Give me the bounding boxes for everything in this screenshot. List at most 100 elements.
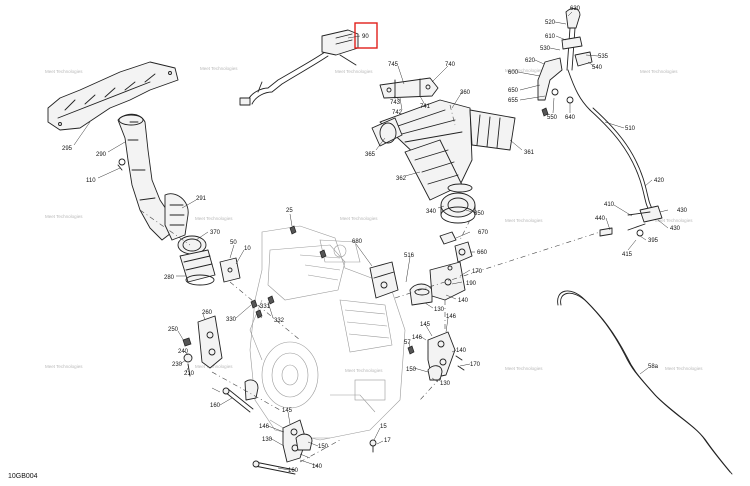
assembly-lines <box>139 104 601 463</box>
callout-140-3[interactable]: 140 <box>312 464 323 470</box>
callout-240[interactable]: 240 <box>178 349 189 355</box>
callout-430-2[interactable]: 430 <box>670 226 681 232</box>
callout-170-2[interactable]: 170 <box>470 362 481 368</box>
callout-520[interactable]: 520 <box>545 20 556 26</box>
part-630-shift-knob <box>537 8 593 111</box>
callout-415[interactable]: 415 <box>622 252 633 258</box>
callout-146-2[interactable]: 146 <box>412 335 423 341</box>
callout-146-3[interactable]: 146 <box>259 424 270 430</box>
callout-350[interactable]: 350 <box>474 211 485 217</box>
callout-361[interactable]: 361 <box>524 150 535 156</box>
callout-535[interactable]: 535 <box>598 54 609 60</box>
callout-550[interactable]: 550 <box>547 115 558 121</box>
callout-660[interactable]: 660 <box>477 250 488 256</box>
callout-140[interactable]: 140 <box>458 298 469 304</box>
callout-640[interactable]: 640 <box>565 115 576 121</box>
callout-230[interactable]: 230 <box>172 362 183 368</box>
callout-140-2[interactable]: 140 <box>456 348 467 354</box>
watermark: Meet Technologies <box>640 69 678 74</box>
watermark: Meet Technologies <box>45 69 83 74</box>
callout-650[interactable]: 650 <box>508 88 519 94</box>
callout-295[interactable]: 295 <box>62 146 73 152</box>
callout-743[interactable]: 743 <box>390 100 401 106</box>
callout-170[interactable]: 170 <box>472 269 483 275</box>
callout-741[interactable]: 741 <box>420 104 431 110</box>
callout-130[interactable]: 130 <box>434 307 445 313</box>
callout-745[interactable]: 745 <box>388 62 399 68</box>
callout-420[interactable]: 420 <box>654 178 665 184</box>
callout-145[interactable]: 145 <box>420 322 431 328</box>
callout-365[interactable]: 365 <box>365 152 376 158</box>
callout-610[interactable]: 610 <box>545 34 556 40</box>
callout-110[interactable]: 110 <box>86 178 96 184</box>
watermark: Meet Technologies <box>505 366 543 371</box>
callout-25[interactable]: 25 <box>286 208 293 214</box>
part-160-bolt <box>222 379 259 413</box>
callout-331[interactable]: 331 <box>260 304 271 310</box>
part-90-cable <box>239 29 359 106</box>
callout-150-2[interactable]: 150 <box>318 444 329 450</box>
callout-145-2[interactable]: 145 <box>282 408 293 414</box>
callout-630[interactable]: 630 <box>570 6 581 12</box>
callout-655[interactable]: 655 <box>508 98 519 104</box>
watermark: Meet Technologies <box>665 366 703 371</box>
part-170-bracket <box>429 261 466 301</box>
callout-17[interactable]: 17 <box>384 438 391 444</box>
callout-340[interactable]: 340 <box>426 209 437 215</box>
engine-block <box>249 225 406 441</box>
callout-15[interactable]: 15 <box>380 424 387 430</box>
watermark: Meet Technologies <box>505 218 543 223</box>
callout-600[interactable]: 600 <box>508 70 519 76</box>
callout-57[interactable]: 57 <box>404 340 411 346</box>
callout-510[interactable]: 510 <box>625 126 636 132</box>
callout-58a[interactable]: 58a <box>648 364 659 370</box>
callout-540[interactable]: 540 <box>592 65 603 71</box>
callout-146[interactable]: 146 <box>446 314 457 320</box>
callout-90[interactable]: 90 <box>362 34 369 40</box>
callout-360[interactable]: 360 <box>460 90 471 96</box>
callout-362[interactable]: 362 <box>396 176 407 182</box>
watermark: Meet Technologies <box>200 66 238 71</box>
callout-670[interactable]: 670 <box>478 230 489 236</box>
part-360-airbox <box>371 99 516 201</box>
callout-280[interactable]: 280 <box>164 275 175 281</box>
callout-210[interactable]: 210 <box>184 371 195 377</box>
callout-430[interactable]: 430 <box>677 208 688 214</box>
part-260-mount <box>182 315 223 377</box>
callout-395[interactable]: 395 <box>648 238 659 244</box>
callout-10[interactable]: 10 <box>244 246 251 252</box>
callout-740[interactable]: 740 <box>445 62 456 68</box>
callout-290[interactable]: 290 <box>96 152 107 158</box>
callout-516[interactable]: 516 <box>404 253 415 259</box>
callout-332[interactable]: 332 <box>274 318 285 324</box>
callout-291[interactable]: 291 <box>196 196 207 202</box>
callout-260[interactable]: 260 <box>202 310 213 316</box>
callout-742[interactable]: 742 <box>392 110 403 116</box>
callout-50[interactable]: 50 <box>230 240 237 246</box>
part-340-coupler <box>440 183 476 224</box>
callout-150[interactable]: 150 <box>406 367 417 373</box>
callout-190[interactable]: 190 <box>466 281 477 287</box>
callout-530[interactable]: 530 <box>540 46 551 52</box>
part-50-plate <box>219 257 241 283</box>
watermark: Meet Technologies <box>655 218 693 223</box>
callout-370[interactable]: 370 <box>210 230 221 236</box>
callout-160-2[interactable]: 160 <box>288 468 299 474</box>
callout-160[interactable]: 160 <box>210 403 221 409</box>
part-295-heat-shield <box>47 61 179 131</box>
leader-lines <box>73 11 669 471</box>
callout-130-2[interactable]: 130 <box>440 381 451 387</box>
callout-440[interactable]: 440 <box>595 216 606 222</box>
callout-130-3[interactable]: 130 <box>262 437 273 443</box>
part-370-boot <box>177 235 216 286</box>
watermark: Meet Technologies <box>45 364 83 369</box>
callouts: 90 745 740 743 742 741 360 365 361 362 6… <box>62 6 688 474</box>
callout-620[interactable]: 620 <box>525 58 536 64</box>
highlight-box <box>354 22 378 49</box>
callout-680[interactable]: 680 <box>352 239 363 245</box>
callout-250[interactable]: 250 <box>168 327 179 333</box>
callout-330[interactable]: 330 <box>226 317 237 323</box>
part-145-lower-mount <box>252 419 313 475</box>
callout-410[interactable]: 410 <box>604 202 615 208</box>
